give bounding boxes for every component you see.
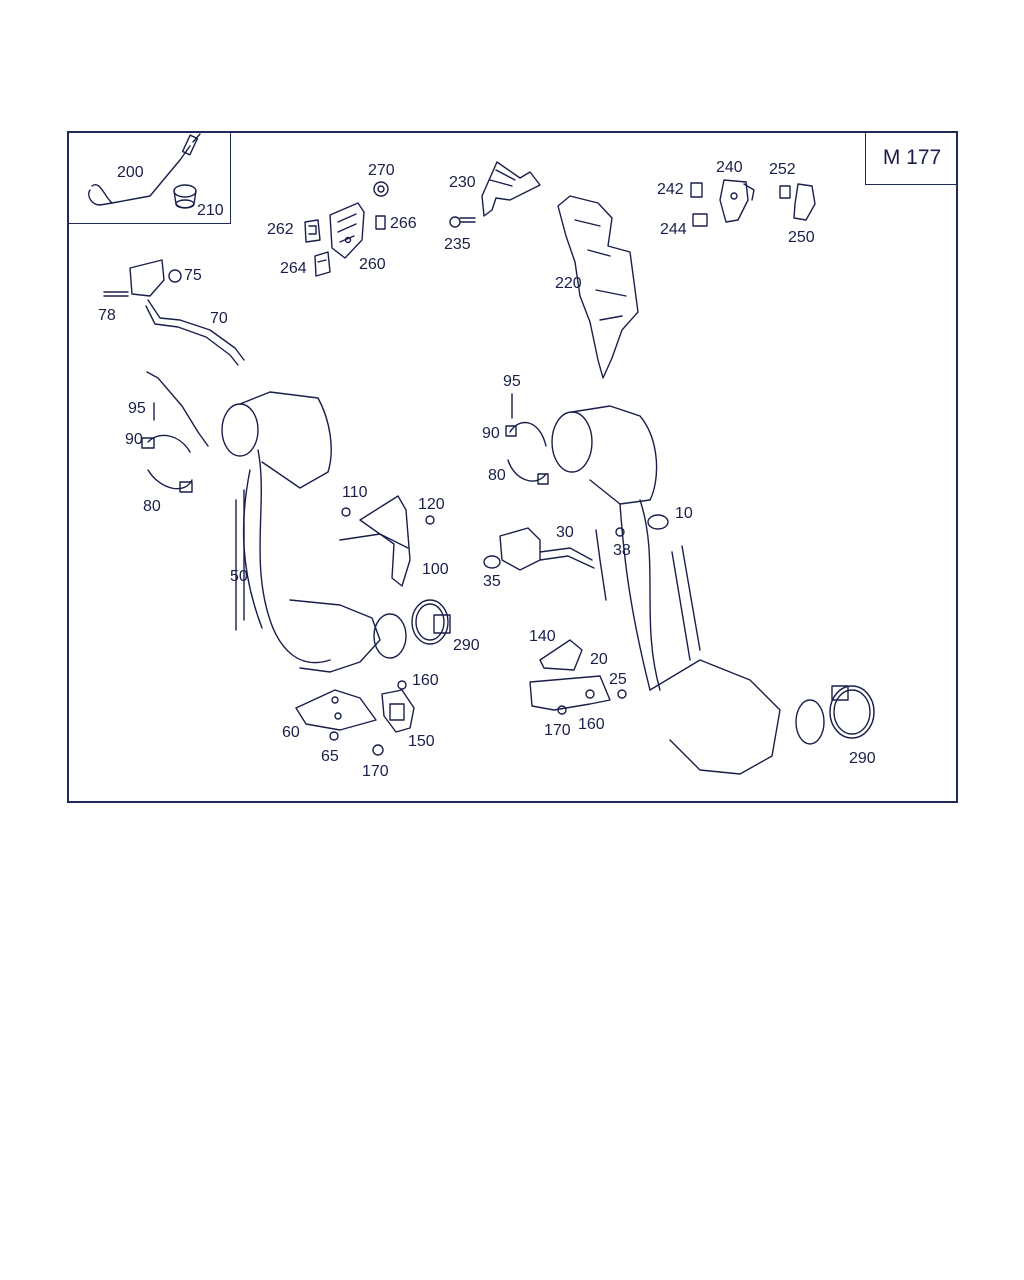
catalytic-converter-10-drawing: [551, 405, 825, 775]
clip-244-drawing: [692, 213, 708, 227]
callout-235: 235: [444, 236, 471, 253]
clip-266-drawing: [375, 215, 386, 230]
callout-95-left: 95: [128, 400, 146, 417]
callout-260: 260: [359, 256, 386, 273]
catalytic-converter-50-drawing: [221, 391, 407, 673]
grommet-210-drawing: [173, 184, 197, 209]
callout-170-right: 170: [544, 722, 571, 739]
callout-90-right: 90: [482, 425, 500, 442]
heat-shield-220-drawing: [557, 195, 639, 379]
nut-170-left-drawing: [372, 744, 384, 756]
callout-244: 244: [660, 221, 687, 238]
bolt-170-right-drawing: [557, 705, 567, 715]
callout-252: 252: [769, 161, 796, 178]
clamp-90-80-left-drawing: [141, 402, 193, 493]
clip-262-drawing: [304, 219, 321, 243]
heat-shield-230-drawing: [481, 161, 541, 217]
callout-266: 266: [390, 215, 417, 232]
diagram-frame: [67, 131, 958, 803]
callout-50: 50: [230, 568, 248, 585]
bolt-65-drawing: [329, 731, 339, 741]
callout-100: 100: [422, 561, 449, 578]
callout-170-left: 170: [362, 763, 389, 780]
callout-95-right: 95: [503, 373, 521, 390]
callout-65: 65: [321, 748, 339, 765]
callout-250: 250: [788, 229, 815, 246]
callout-264: 264: [280, 260, 307, 277]
oxygen-sensor-200-drawing: [88, 133, 201, 206]
bracket-150-drawing: [381, 689, 415, 733]
callout-75: 75: [184, 267, 202, 284]
callout-80-right: 80: [488, 467, 506, 484]
bolt-38-drawing: [615, 527, 625, 537]
callout-210: 210: [197, 202, 224, 219]
clip-264-drawing: [314, 251, 331, 277]
callout-290-right: 290: [849, 750, 876, 767]
callout-200: 200: [117, 164, 144, 181]
callout-70: 70: [210, 310, 228, 327]
callout-220: 220: [555, 275, 582, 292]
bracket-140-20-drawing: [529, 639, 627, 711]
bolt-235-drawing: [449, 216, 476, 228]
bolt-160-left-drawing: [397, 680, 407, 690]
callout-120: 120: [418, 496, 445, 513]
callout-160-left: 160: [412, 672, 439, 689]
model-code: M 177: [882, 145, 942, 169]
model-code-box: M 177: [865, 131, 958, 185]
callout-290-left: 290: [453, 637, 480, 654]
callout-240: 240: [716, 159, 743, 176]
callout-30: 30: [556, 524, 574, 541]
callout-35: 35: [483, 573, 501, 590]
clip-252-drawing: [779, 185, 791, 199]
bracket-60-drawing: [295, 689, 377, 731]
nut-270-drawing: [373, 181, 389, 197]
callout-90-left: 90: [125, 431, 143, 448]
callout-10: 10: [675, 505, 693, 522]
callout-150: 150: [408, 733, 435, 750]
sensor-30-drawing: [483, 527, 607, 601]
callout-60: 60: [282, 724, 300, 741]
pressure-sensor-70-drawing: [103, 259, 245, 447]
callout-262: 262: [267, 221, 294, 238]
bracket-250-drawing: [793, 183, 816, 221]
clamp-90-80-right-drawing: [505, 393, 549, 485]
bracket-260-drawing: [329, 202, 365, 259]
clamp-290-left-drawing: [411, 599, 451, 645]
bolt-160-right-drawing: [585, 689, 595, 699]
clamp-290-right-drawing: [829, 685, 875, 739]
callout-242: 242: [657, 181, 684, 198]
callout-230: 230: [449, 174, 476, 191]
callout-160-right: 160: [578, 716, 605, 733]
oxygen-sensor-inset: [67, 131, 231, 224]
clip-242-drawing: [690, 182, 703, 198]
callout-80-left: 80: [143, 498, 161, 515]
callout-20: 20: [590, 651, 608, 668]
callout-25: 25: [609, 671, 627, 688]
callout-140: 140: [529, 628, 556, 645]
callout-110: 110: [342, 484, 368, 501]
callout-270: 270: [368, 162, 395, 179]
callout-78: 78: [98, 307, 116, 324]
bracket-100-drawing: [339, 495, 435, 587]
bracket-240-drawing: [719, 179, 755, 223]
callout-38: 38: [613, 542, 631, 559]
